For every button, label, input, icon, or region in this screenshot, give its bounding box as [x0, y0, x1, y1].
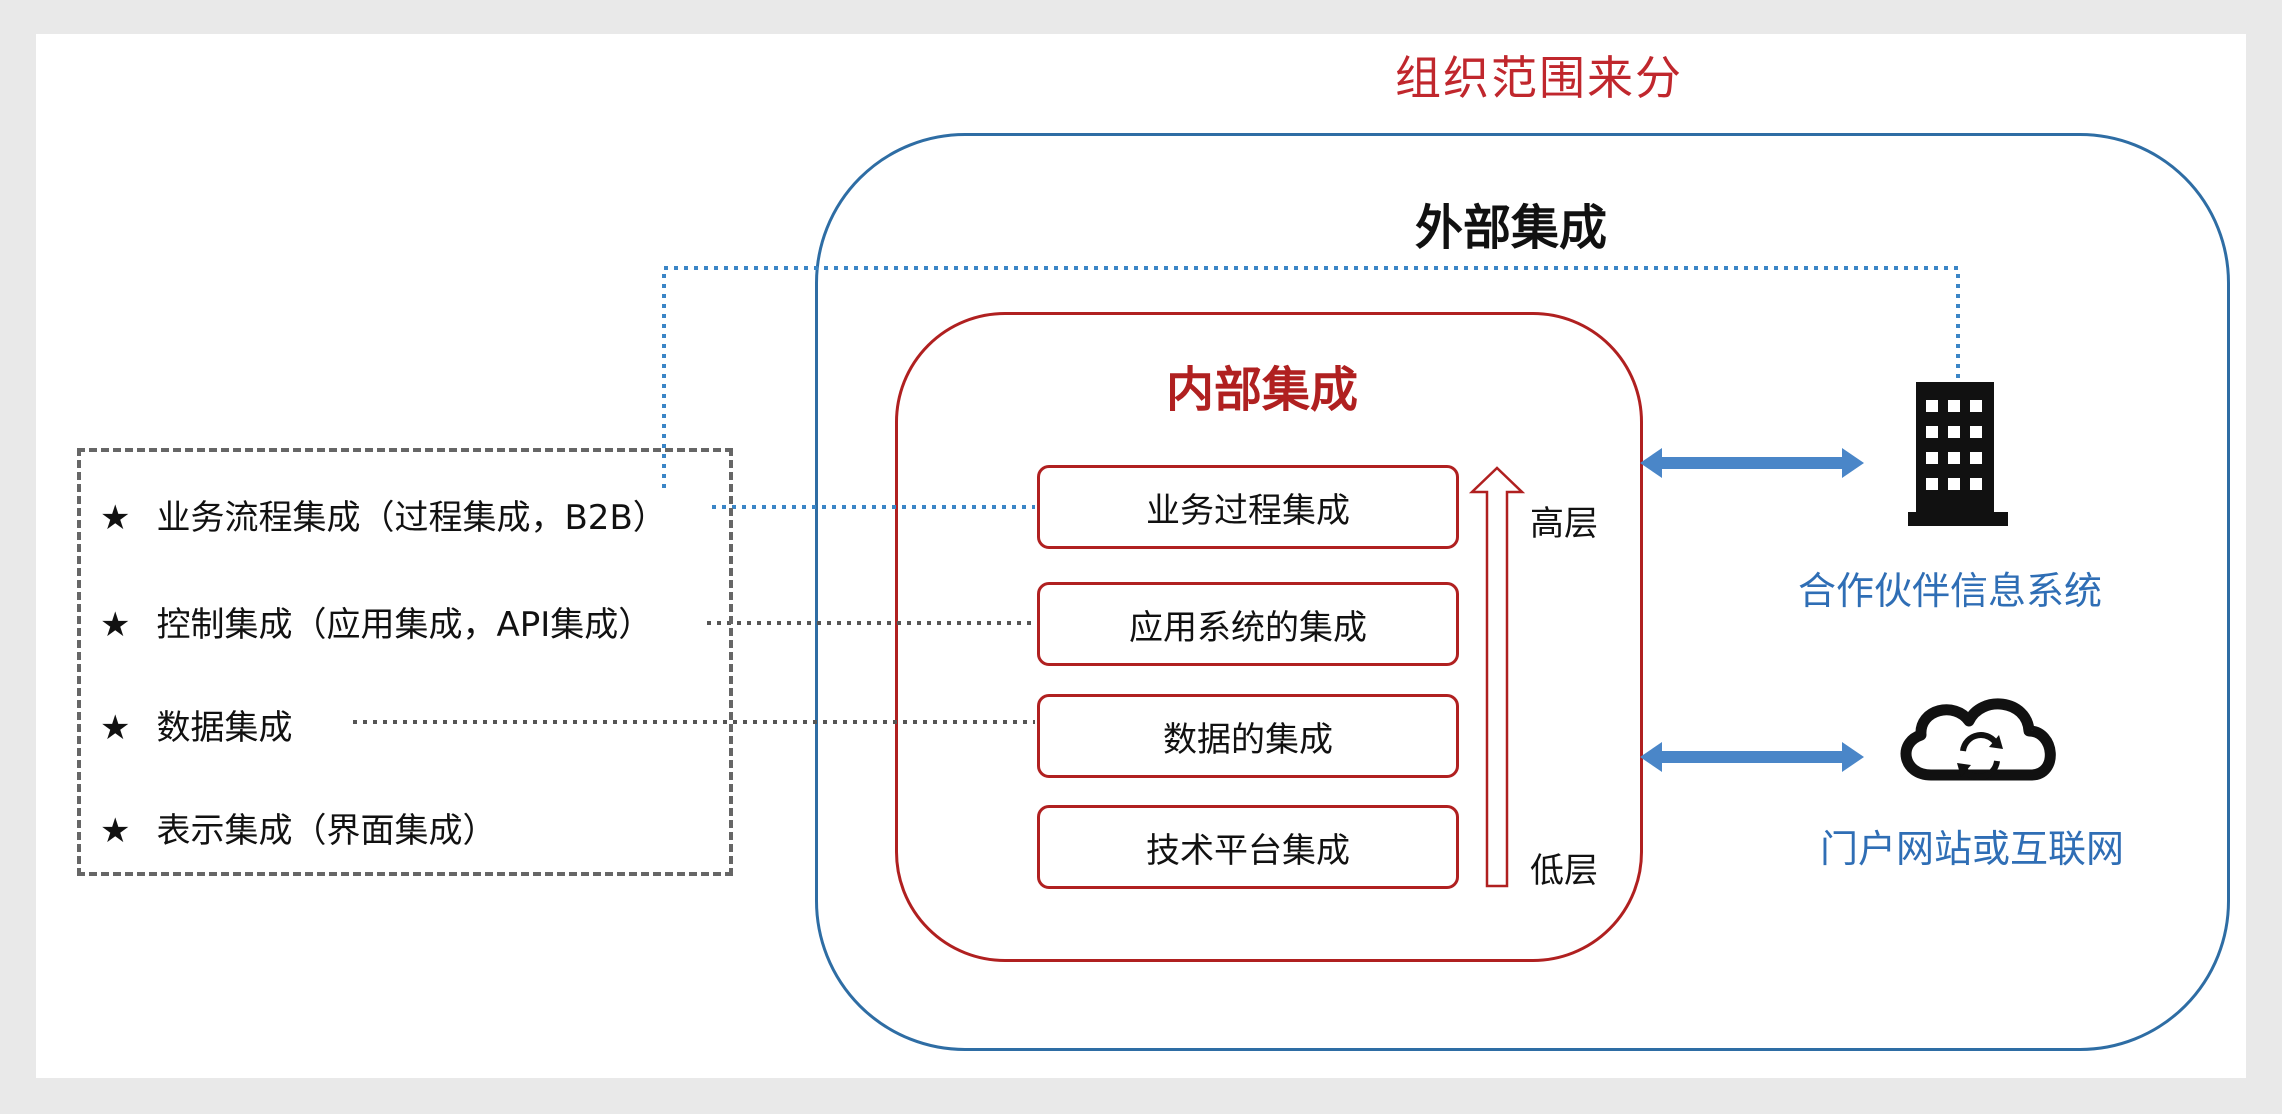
list-item-text: 数据集成 — [156, 708, 293, 748]
slide — [36, 34, 2246, 1078]
list-item: ★ 业务流程集成（过程集成，B2B） — [100, 490, 667, 539]
outer-title: 外部集成 — [1415, 200, 1608, 256]
list-item-text: 控制集成（应用集成，API集成） — [156, 605, 653, 645]
layer-application: 应用系统的集成 — [1037, 582, 1459, 666]
building-icon — [1908, 382, 2008, 526]
level-high-label: 高层 — [1530, 504, 1598, 544]
star-icon: ★ — [100, 498, 131, 538]
diagram-title: 组织范围来分 — [1395, 51, 1683, 105]
list-item-text: 表示集成（界面集成） — [156, 811, 497, 851]
list-item: ★ 表示集成（界面集成） — [100, 803, 496, 852]
star-icon: ★ — [100, 708, 131, 748]
level-low-label: 低层 — [1530, 851, 1598, 891]
integration-types-box — [77, 448, 733, 876]
layer-platform: 技术平台集成 — [1037, 805, 1459, 889]
portal-double-arrow — [1640, 742, 1864, 772]
layer-business-process: 业务过程集成 — [1037, 465, 1459, 549]
level-up-arrow — [1468, 466, 1526, 888]
list-item: ★ 控制集成（应用集成，API集成） — [100, 597, 652, 646]
b2b-link-line — [662, 266, 1960, 488]
list-item-text: 业务流程集成（过程集成，B2B） — [156, 498, 667, 538]
inner-title: 内部集成 — [1166, 362, 1359, 418]
star-icon: ★ — [100, 605, 131, 645]
portal-label: 门户网站或互联网 — [1820, 827, 2125, 871]
partner-double-arrow — [1640, 448, 1864, 478]
outer-container — [815, 133, 2230, 1051]
list-item: ★ 数据集成 — [100, 700, 292, 749]
partner-system-label: 合作伙伴信息系统 — [1798, 569, 2103, 613]
inner-container — [895, 312, 1643, 962]
star-icon: ★ — [100, 811, 131, 851]
layer-data: 数据的集成 — [1037, 694, 1459, 778]
cloud-sync-icon — [1900, 698, 2056, 781]
